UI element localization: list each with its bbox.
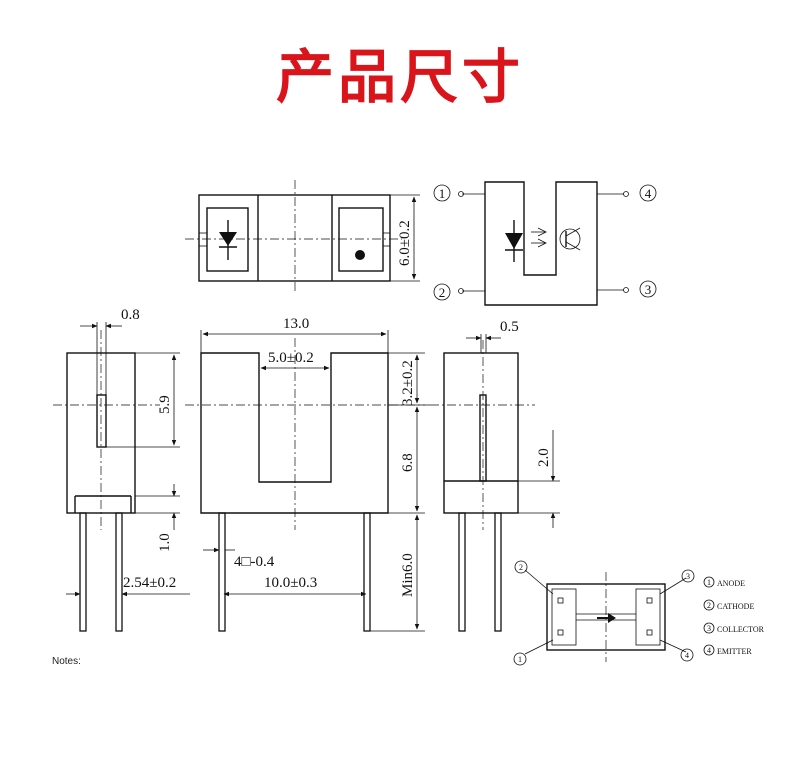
- circuit-outline: [484, 181, 598, 306]
- pinout-pin1-label: 1: [518, 655, 522, 664]
- dim-body-height: 6.8: [400, 453, 416, 472]
- dim-lead-length-side: 1.0: [157, 533, 173, 552]
- dim-pin-width: 0.8: [121, 307, 140, 323]
- detector-window: [338, 207, 384, 272]
- legend-label-anode: ANODE: [717, 579, 745, 588]
- legend-num-3: 3: [707, 624, 711, 633]
- dim-right-height: 2.0: [536, 448, 552, 467]
- right-side-view: 0.5 2.0: [430, 319, 560, 632]
- front-lead-2: [363, 512, 371, 632]
- left-side-view: 0.8 5.9 1.0 2.54±0.2: [53, 307, 190, 632]
- page-title: 产品尺寸: [275, 43, 524, 111]
- light-arrows-icon: [531, 227, 547, 248]
- circuit-pin1-label: 1: [439, 186, 446, 201]
- dim-height-top: 6.0±0.2: [397, 220, 413, 266]
- dim-pitch: 2.54±0.2: [123, 575, 176, 591]
- notes-label: Notes:: [52, 656, 81, 667]
- dim-pin-spacing: 10.0±0.3: [264, 575, 317, 591]
- dim-min-lead: Min6.0: [400, 553, 416, 597]
- legend-num-1: 1: [707, 578, 711, 587]
- right-lead-1: [458, 512, 466, 632]
- dim-total-width: 13.0: [283, 316, 309, 332]
- direction-arrow-icon: [597, 613, 616, 623]
- legend-num-4: 4: [707, 646, 711, 655]
- circuit-pin1-circle: [433, 184, 451, 202]
- legend-label-emitter: EMITTER: [717, 647, 752, 656]
- legend-num-2: 2: [707, 601, 711, 610]
- emitter-window: [206, 207, 249, 272]
- right-lead-2: [494, 512, 502, 632]
- dim-slot-width: 5.0±0.2: [268, 350, 314, 366]
- circuit-pin4-label: 4: [645, 186, 652, 201]
- pinout-pin4-label: 4: [685, 651, 689, 660]
- dim-side-height: 5.9: [157, 395, 173, 414]
- left-lead-2: [115, 512, 123, 632]
- dim-slot-offset: 3.2±0.2: [400, 360, 416, 406]
- circuit-pin3-label: 3: [645, 282, 652, 297]
- legend-label-collector: COLLECTOR: [717, 625, 765, 634]
- pin-legend: 1 ANODE 2 CATHODE 3 COLLECTOR 4 EMITTER: [703, 576, 765, 656]
- dim-pin-square: 4□-0.4: [234, 554, 275, 570]
- pinout-pin2-label: 2: [519, 563, 523, 572]
- front-lead-1: [218, 512, 226, 632]
- led-diode-icon: [505, 220, 523, 262]
- front-view: 13.0 5.0±0.2 3.2±0.2 6.8 Min6.0 4□-0.4 1…: [185, 316, 430, 632]
- phototransistor-icon: [559, 227, 581, 251]
- pinout-pin3-label: 3: [686, 572, 690, 581]
- left-lead-1: [79, 512, 87, 632]
- front-body: [200, 352, 389, 514]
- led-symbol-icon: [219, 220, 237, 260]
- top-view: 6.0±0.2: [185, 180, 420, 294]
- top-view-body: [198, 194, 391, 282]
- legend-label-cathode: CATHODE: [717, 602, 754, 611]
- circuit-pin2-label: 2: [439, 285, 446, 300]
- dim-right-thickness: 0.5: [500, 319, 519, 335]
- right-side-body: [443, 352, 519, 514]
- detector-dot-icon: [355, 250, 365, 260]
- circuit-diagram: 1 2 4 3: [433, 181, 657, 306]
- pinout-view: 2 1 3 4 1 ANODE 2 CATHODE 3 COLLECTOR 4 …: [513, 560, 765, 666]
